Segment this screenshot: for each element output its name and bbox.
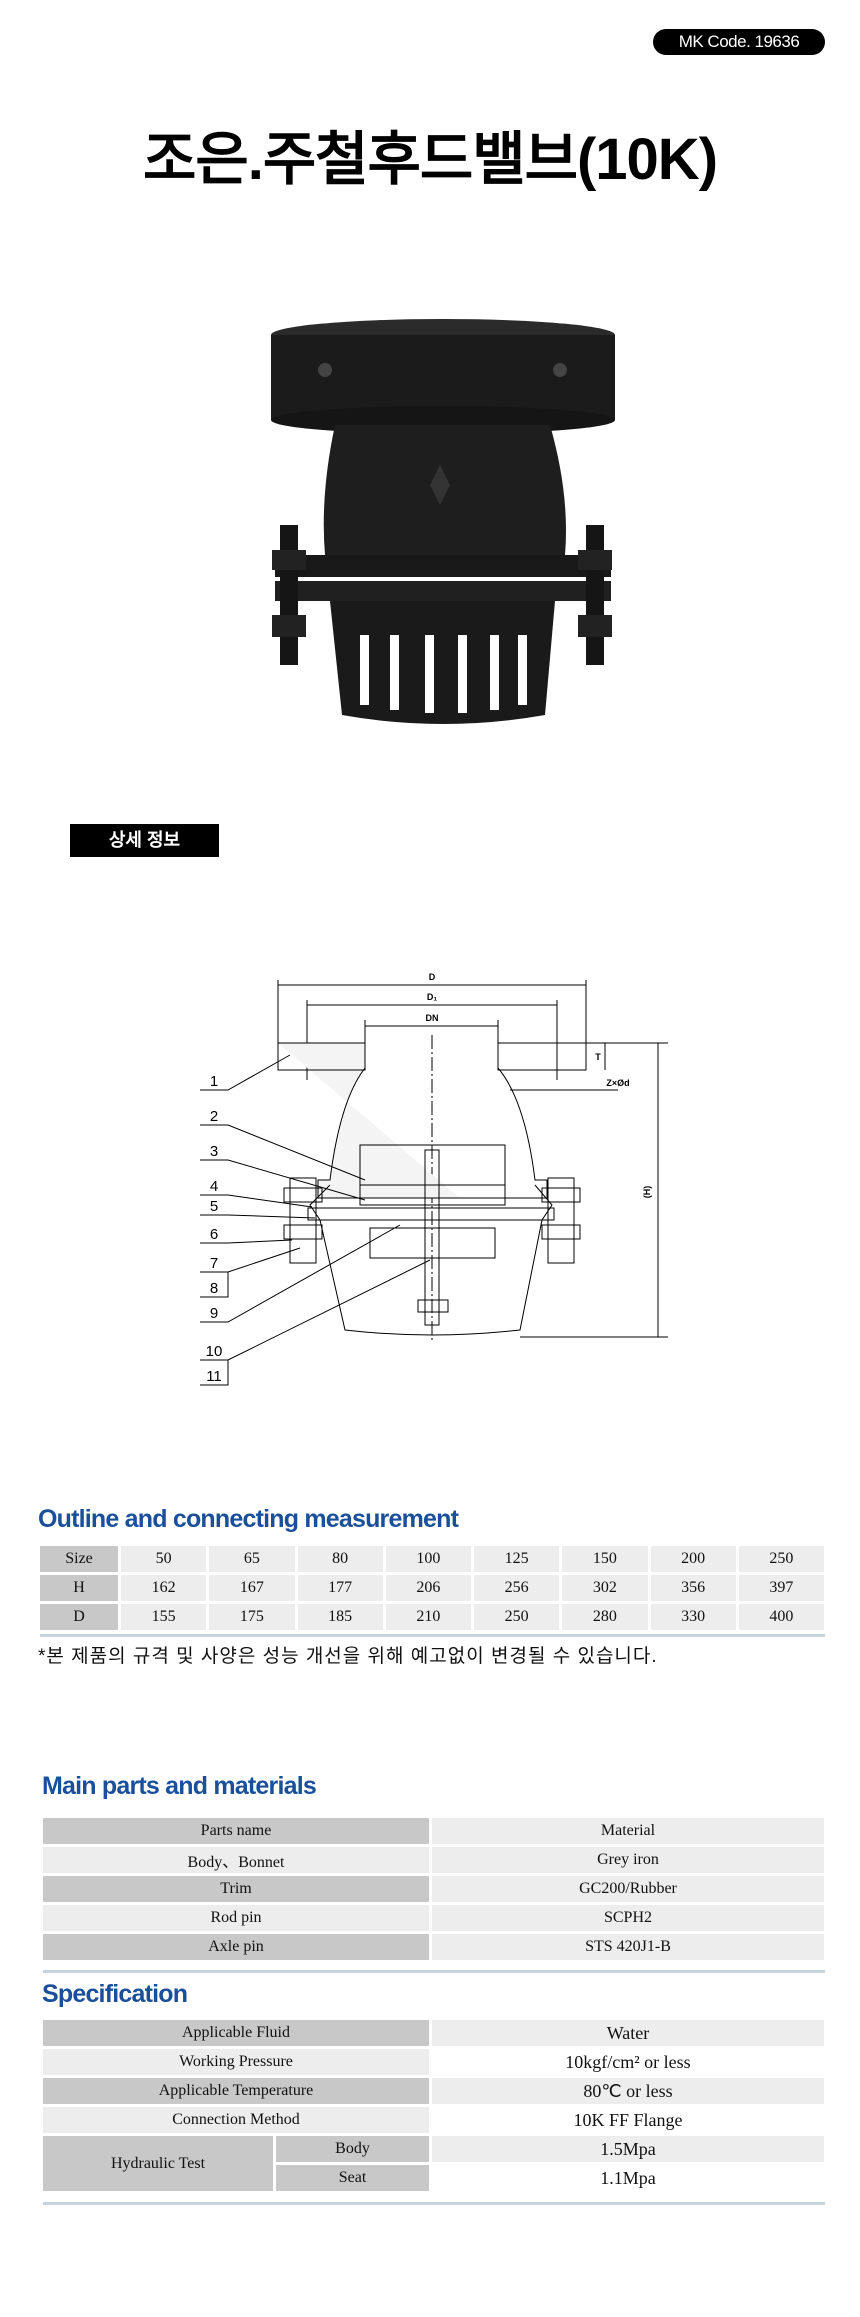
row-header: H <box>40 1575 118 1601</box>
cell: 256 <box>474 1575 560 1601</box>
cell: 280 <box>562 1604 648 1630</box>
row-header: Size <box>40 1546 118 1572</box>
divider <box>43 1970 825 1973</box>
cell: 1.5Mpa <box>432 2136 824 2162</box>
cell: 400 <box>738 1604 824 1630</box>
part-label: 3 <box>210 1143 218 1160</box>
column-header: Parts name <box>43 1818 429 1844</box>
cell: SCPH2 <box>432 1905 824 1931</box>
cell: 167 <box>209 1575 295 1601</box>
cell: GC200/Rubber <box>432 1876 824 1902</box>
cell: 10K FF Flange <box>432 2107 824 2133</box>
cell: Axle pin <box>43 1934 429 1960</box>
cell: 330 <box>650 1604 736 1630</box>
cell: 100 <box>385 1546 471 1572</box>
cell: Rod pin <box>43 1905 429 1931</box>
dim-h-label: (H) <box>642 1186 652 1199</box>
part-label: 1 <box>210 1073 218 1090</box>
cell: Grey iron <box>432 1847 824 1873</box>
disclaimer-note: *본 제품의 규격 및 사양은 성능 개선을 위해 예고없이 변경될 수 있습니… <box>38 1646 658 1667</box>
cell: 356 <box>650 1575 736 1601</box>
mk-code-badge: MK Code. 19636 <box>653 29 825 55</box>
column-header: Material <box>432 1818 824 1844</box>
detail-info-tag: 상세 정보 <box>70 824 219 857</box>
cell: Body <box>276 2136 429 2162</box>
cell: Applicable Temperature <box>43 2078 429 2104</box>
product-photo <box>271 319 615 724</box>
cell: Connection Method <box>43 2107 429 2133</box>
outline-heading: Outline and connecting measurement <box>38 1505 459 1533</box>
dim-d-label: D <box>429 972 436 982</box>
cell: 177 <box>297 1575 383 1601</box>
part-label: 5 <box>210 1198 218 1215</box>
dim-dn-label: DN <box>426 1013 439 1023</box>
cell: 80℃ or less <box>432 2078 824 2104</box>
cell: 302 <box>562 1575 648 1601</box>
part-label: 7 <box>210 1255 218 1272</box>
part-label: 9 <box>210 1305 218 1322</box>
cell: Water <box>432 2020 824 2046</box>
dim-t-label: T <box>595 1052 601 1062</box>
cell: 210 <box>385 1604 471 1630</box>
cell: Hydraulic Test <box>43 2136 273 2191</box>
cell: 162 <box>121 1575 207 1601</box>
dim-d1-label: D₁ <box>427 992 437 1002</box>
part-label: 2 <box>210 1108 218 1125</box>
cell: 80 <box>297 1546 383 1572</box>
divider <box>40 1634 825 1637</box>
cell: 200 <box>650 1546 736 1572</box>
part-label: 8 <box>210 1280 218 1297</box>
cell: 185 <box>297 1604 383 1630</box>
cell: 250 <box>738 1546 824 1572</box>
cell: 397 <box>738 1575 824 1601</box>
part-label: 4 <box>210 1178 218 1195</box>
parts-heading: Main parts and materials <box>42 1772 317 1800</box>
cell: STS 420J1-B <box>432 1934 824 1960</box>
dim-bolt-label: Z×Ød <box>606 1078 629 1088</box>
spec-heading: Specification <box>42 1980 188 2008</box>
cell: Applicable Fluid <box>43 2020 429 2046</box>
cell: 175 <box>209 1604 295 1630</box>
cell: Body、Bonnet <box>43 1847 429 1873</box>
cell: Trim <box>43 1876 429 1902</box>
cell: 150 <box>562 1546 648 1572</box>
part-label: 10 <box>206 1343 223 1360</box>
cell: 10kgf/cm² or less <box>432 2049 824 2075</box>
row-header: D <box>40 1604 118 1630</box>
cell: 155 <box>121 1604 207 1630</box>
cell: 206 <box>385 1575 471 1601</box>
part-label: 11 <box>206 1368 222 1385</box>
cell: 50 <box>121 1546 207 1572</box>
part-label: 6 <box>210 1226 218 1243</box>
cell: 65 <box>209 1546 295 1572</box>
table-row: Seat 1.1Mpa <box>43 2165 824 2191</box>
cell: 250 <box>474 1604 560 1630</box>
cross-section-diagram: D D₁ DN T Z×Ød (H) 1 2 3 4 5 6 7 8 9 10 … <box>200 972 668 1386</box>
cell: 125 <box>474 1546 560 1572</box>
cell: Working Pressure <box>43 2049 429 2075</box>
cell: 1.1Mpa <box>600 2167 656 2188</box>
divider <box>43 2202 825 2205</box>
cell: Seat <box>276 2165 429 2191</box>
page-title: 조은.주철후드밸브(10K) <box>142 127 718 192</box>
